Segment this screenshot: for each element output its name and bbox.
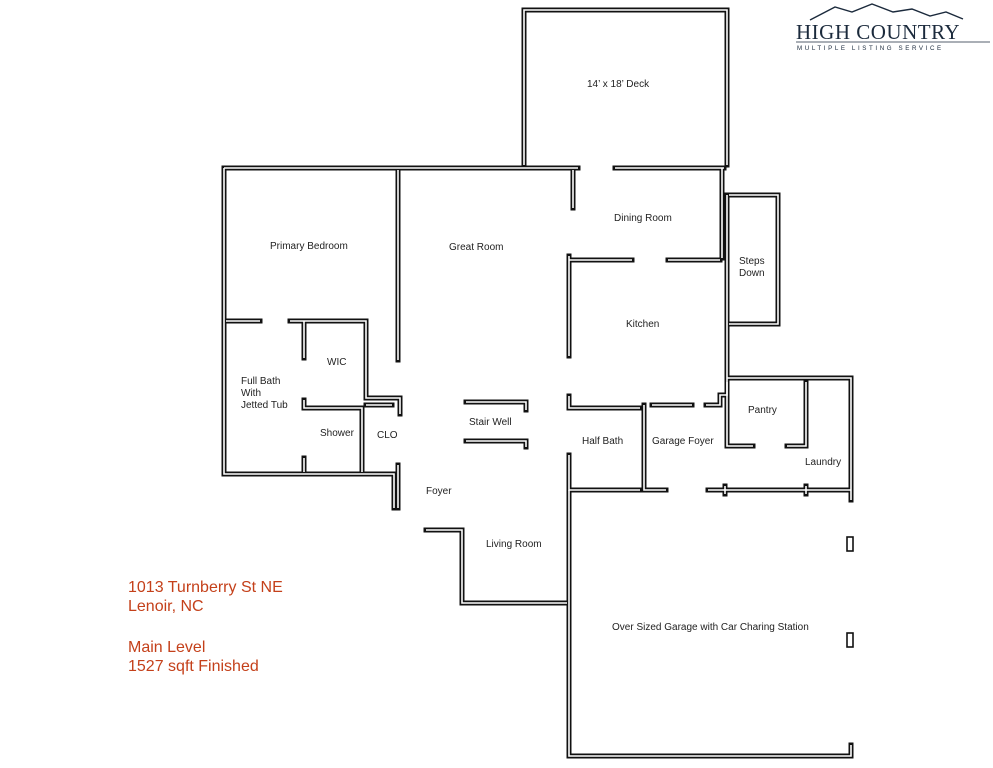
label-half-bath: Half Bath	[582, 436, 623, 447]
wall-stairwell-bottom	[463, 438, 529, 450]
logo-title: HIGH COUNTRY	[796, 20, 960, 44]
wall-halfbath-left	[566, 452, 643, 493]
address-line-1: 1013 Turnberry St NE	[128, 579, 283, 596]
label-stair-well: Stair Well	[469, 417, 512, 428]
address-line-2: Lenoir, NC	[128, 598, 204, 615]
wall-pantry-right	[784, 379, 809, 449]
label-clo: CLO	[377, 430, 398, 441]
wall-halfbath-right	[641, 402, 669, 493]
label-laundry: Laundry	[805, 457, 841, 468]
wall-living-room-core	[426, 529, 567, 604]
wall-steps-down-core	[729, 194, 779, 325]
label-dining-room: Dining Room	[614, 213, 672, 224]
label-great-room: Great Room	[449, 242, 503, 253]
label-kitchen: Kitchen	[626, 319, 659, 330]
label-full-bath-2: With	[241, 388, 261, 399]
label-garage: Over Sized Garage with Car Charing Stati…	[612, 622, 809, 633]
label-foyer: Foyer	[426, 486, 452, 497]
label-shower: Shower	[320, 428, 355, 439]
wall-pantry-right-core	[787, 382, 807, 447]
finished-area: 1527 sqft Finished	[128, 658, 259, 675]
walls-core	[223, 9, 852, 757]
wall-pantry-top-core	[727, 377, 852, 500]
wall-kitchen-right-core	[706, 195, 728, 406]
wall-left-exterior-core	[223, 168, 395, 508]
label-garage-foyer: Garage Foyer	[652, 436, 714, 447]
wall-halfbath-left-core	[568, 455, 640, 491]
label-primary-bedroom: Primary Bedroom	[270, 241, 348, 252]
label-living-room: Living Room	[486, 539, 542, 550]
wall-stairwell-top-core	[466, 401, 527, 410]
wall-garage-core	[568, 490, 852, 757]
walls	[221, 7, 854, 759]
mountain-icon	[809, 3, 964, 21]
label-wic: WIC	[327, 357, 346, 368]
wall-stairwell-bottom-core	[466, 440, 527, 447]
label-steps-down-2: Down	[739, 268, 765, 279]
label-full-bath-3: Jetted Tub	[241, 400, 288, 411]
wall-wic-bottom-core	[303, 400, 363, 472]
wall-pantry-left-core	[726, 382, 753, 447]
wall-deck-core	[523, 9, 728, 165]
logo-subtitle: MULTIPLE LISTING SERVICE	[797, 45, 944, 52]
label-steps-down-1: Steps	[739, 256, 765, 267]
wall-pantry-top	[724, 375, 854, 503]
wall-halfbath-top-core	[568, 396, 640, 409]
wall-bedroom-bottom-b-core	[290, 320, 401, 414]
wall-garage-post-a	[846, 536, 854, 552]
room-labels: 14’ x 18’ Deck Dining Room Steps Down Pr…	[241, 79, 841, 633]
wall-garage-post-b	[846, 632, 854, 648]
label-deck: 14’ x 18’ Deck	[587, 79, 650, 90]
label-pantry: Pantry	[748, 405, 777, 416]
level-label: Main Level	[128, 639, 206, 656]
wall-halfbath-top	[566, 393, 643, 411]
logo: HIGH COUNTRY MULTIPLE LISTING SERVICE	[796, 3, 990, 52]
label-full-bath-1: Full Bath	[241, 376, 280, 387]
wall-halfbath-right-core	[643, 405, 666, 491]
wall-stairwell-top	[463, 399, 529, 413]
